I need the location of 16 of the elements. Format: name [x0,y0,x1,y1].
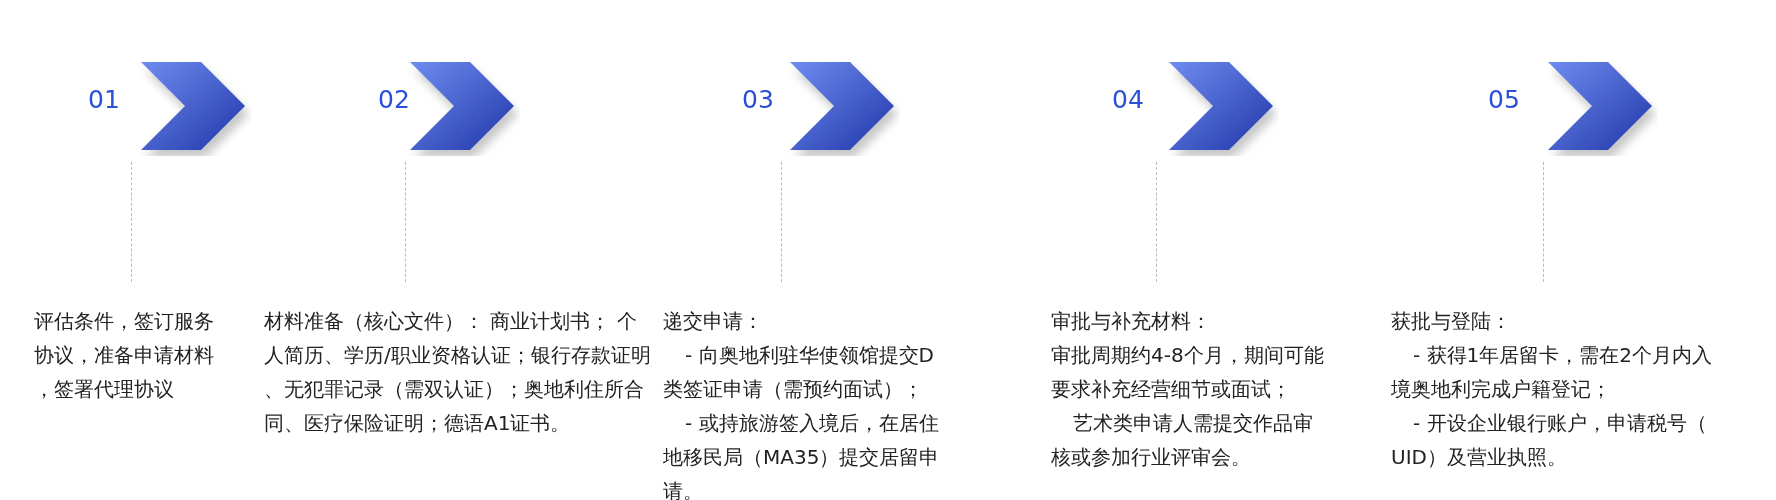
step-heading: 审批与补充材料： [1051,308,1212,335]
step-description: 审批周期约4-8个月，期间可能要求补充经营细节或面试； [1051,342,1325,403]
step-number: 02 [378,84,410,116]
step-description: 材料准备（核心文件）： 商业计划书； 个人简历、学历/职业资格认证；银行存款证明、无犯罪记录（需双认证）；奥地利住所合同、医疗保险证明；德语A1证书。 [264,308,652,437]
step-heading: 递交申请： [663,308,764,335]
step-heading: 获批与登陆： [1391,308,1512,335]
step-number: 03 [742,84,774,116]
step-description: - 开设企业银行账户，申请税号（UID）及营业执照。 [1391,410,1708,471]
step-description: 评估条件，签订服务协议，准备申请材料，签署代理协议 [34,308,215,403]
step-number: 01 [88,84,120,116]
step-description: 艺术类申请人需提交作品审核或参加行业评审会。 [1051,410,1314,471]
step-description: - 或持旅游签入境后，在居住地移民局（MA35）提交居留申请。 [663,410,941,500]
step-description: - 向奥地利驻华使领馆提交D类签证申请（需预约面试）； [663,342,935,403]
step-description: - 获得1年居留卡，需在2个月内入境奥地利完成户籍登记； [1391,342,1714,403]
step-number: 05 [1488,84,1520,116]
step-number: 04 [1112,84,1144,116]
